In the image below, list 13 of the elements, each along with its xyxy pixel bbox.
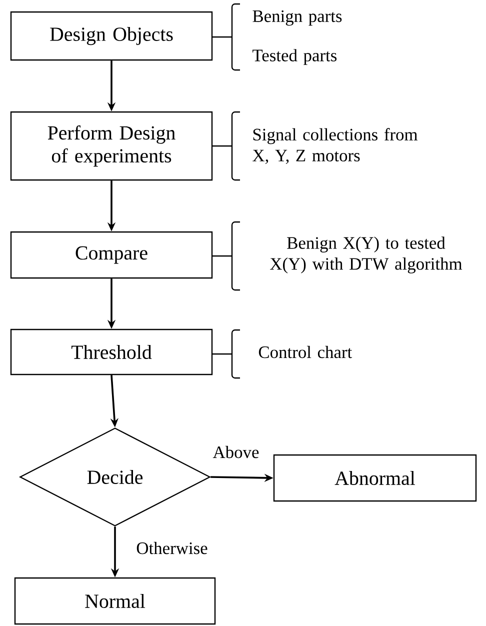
process-box: Threshold <box>10 328 213 376</box>
side-note: Control chart <box>258 346 352 358</box>
process-box: Perform Design of experiments <box>10 111 213 181</box>
side-note: Tested parts <box>252 49 337 65</box>
process-box: Abnormal <box>273 454 477 502</box>
side-note: Benign X(Y) to tested X(Y) with DTW algorithm <box>270 236 462 274</box>
edge-label: Above <box>212 444 260 460</box>
process-box: Compare <box>10 231 213 279</box>
side-note: Benign parts <box>252 10 342 26</box>
edge-label: Otherwise <box>135 540 209 556</box>
process-box: Normal <box>14 577 216 625</box>
process-box: Design Objects <box>10 11 213 61</box>
side-note: Signal collections from X, Y, Z motors <box>252 128 418 164</box>
